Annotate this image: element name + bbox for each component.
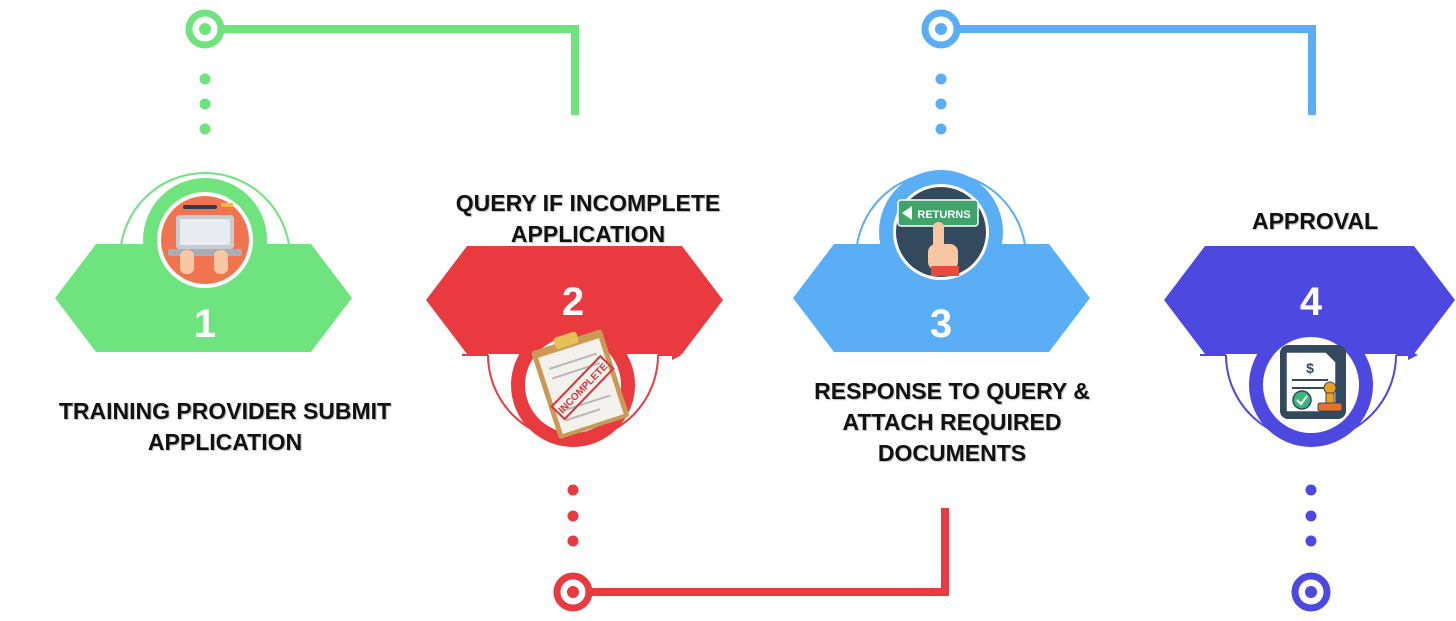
step-2-number: 2 bbox=[562, 280, 584, 324]
step-1-label-line-2: APPLICATION bbox=[147, 429, 303, 455]
step-4-label: APPROVAL bbox=[1210, 206, 1420, 237]
step-3-label-line-3: DOCUMENTS bbox=[877, 440, 1027, 466]
step-2-label: QUERY IF INCOMPLETE APPLICATION bbox=[383, 188, 793, 250]
step-2-label-line-1: QUERY IF INCOMPLETE bbox=[455, 190, 721, 216]
step-1-label: TRAINING PROVIDER SUBMIT APPLICATION bbox=[0, 396, 450, 458]
step-4-banner bbox=[1164, 246, 1455, 354]
step-3-label: RESPONSE TO QUERY & ATTACH REQUIRED DOCU… bbox=[752, 376, 1152, 469]
step-3-label-line-1: RESPONSE TO QUERY & bbox=[814, 378, 1090, 404]
step-1-number: 1 bbox=[194, 302, 216, 346]
step-2-banner bbox=[426, 246, 723, 354]
laptop-typing-icon bbox=[157, 192, 253, 288]
step-2-label-line-2: APPLICATION bbox=[510, 221, 666, 247]
step-3-icon-text: RETURNS bbox=[917, 209, 970, 221]
step-3-connector bbox=[921, 9, 1316, 135]
approved-document-stamp-icon: $ bbox=[1263, 337, 1359, 433]
step-1-connector bbox=[185, 9, 579, 135]
step-1-label-line-1: TRAINING PROVIDER SUBMIT bbox=[58, 398, 392, 424]
step-3-banner bbox=[793, 244, 1090, 352]
incomplete-clipboard-icon: INCOMPLETE bbox=[525, 329, 629, 439]
step-4-number: 4 bbox=[1300, 280, 1323, 324]
step-2-connector bbox=[553, 484, 949, 612]
step-3-number: 3 bbox=[930, 302, 952, 346]
step-4-icon-text: $ bbox=[1306, 360, 1314, 376]
step-4-connector bbox=[1291, 484, 1331, 612]
step-4-label-line-1: APPROVAL bbox=[1251, 208, 1379, 234]
step-3-label-line-2: ATTACH REQUIRED bbox=[842, 409, 1062, 435]
returns-sign-hand-icon: RETURNS bbox=[893, 184, 989, 280]
